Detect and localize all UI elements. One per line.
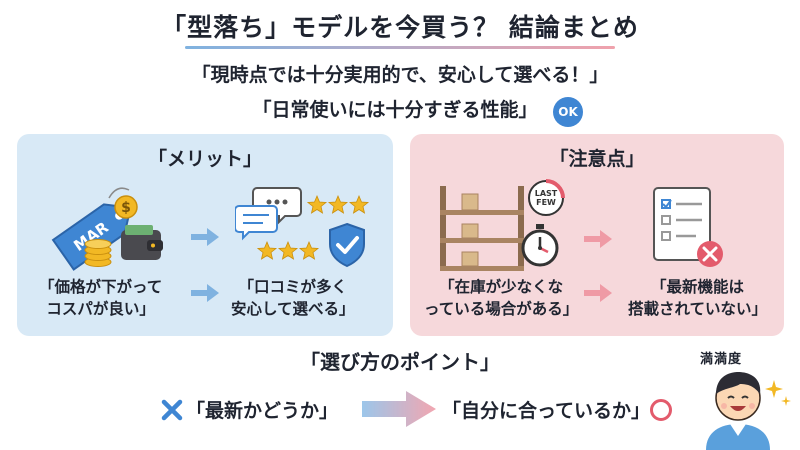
title-underline	[185, 46, 615, 49]
wallet-icon	[121, 225, 163, 260]
conclusion-line-2: 「日常使いには十分すぎる性能」	[252, 99, 538, 121]
arrow-right-icon	[584, 230, 612, 248]
satisfaction-label: 満満度	[700, 352, 743, 367]
arrow-right-icon	[191, 284, 219, 302]
point-bad-text: 「最新かどうか」	[186, 400, 339, 422]
points-title: 「選び方のポイント」	[300, 350, 500, 374]
caution-stock-text: 「在庫が少なくなっている場合がある」	[424, 278, 579, 318]
svg-text:$: $	[121, 200, 131, 216]
caution-title: 「注意点」	[549, 148, 645, 170]
stock-shelf-icon	[440, 186, 524, 271]
ok-badge: OK	[553, 97, 583, 127]
shield-check-icon	[329, 222, 365, 268]
point-good-text: 「自分に合っているか」	[442, 400, 651, 422]
cross-icon	[161, 399, 183, 421]
arrow-right-icon	[584, 284, 612, 302]
arrow-right-icon	[191, 228, 219, 246]
circle-ok-icon	[650, 399, 672, 421]
last-few-line-2: FEW	[536, 198, 556, 207]
merit-review-text: 「口コミが多く安心して選べる」	[231, 278, 355, 318]
checklist-x-icon	[653, 187, 723, 267]
coin-stack-icon	[84, 239, 112, 267]
last-few-line-1: LAST	[535, 189, 558, 198]
star-rating-icon	[257, 240, 320, 260]
caution-features-text: 「最新機能は搭載されていない」	[628, 278, 768, 318]
review-bubbles-icon	[235, 187, 302, 241]
gradient-arrow-icon	[362, 391, 436, 427]
conclusion-line-1: 「現時点では十分実用的で、安心して選べる！」	[191, 64, 609, 86]
page-title: 「型落ち」モデルを今買う？ 結論まとめ	[161, 13, 639, 42]
merit-price-text: 「価格が下がってコスパが良い」	[39, 278, 163, 318]
star-rating-icon	[307, 194, 370, 214]
smiling-person-icon	[706, 372, 791, 450]
dollar-coin-icon: $	[114, 195, 138, 219]
stopwatch-icon	[521, 224, 559, 267]
merit-title: 「メリット」	[147, 148, 262, 170]
last-few-badge-icon: LAST FEW	[528, 179, 565, 216]
caution-panel: 「注意点」 LAST FEW	[410, 134, 784, 336]
merit-panel: 「メリット」 MAR $	[17, 134, 393, 336]
